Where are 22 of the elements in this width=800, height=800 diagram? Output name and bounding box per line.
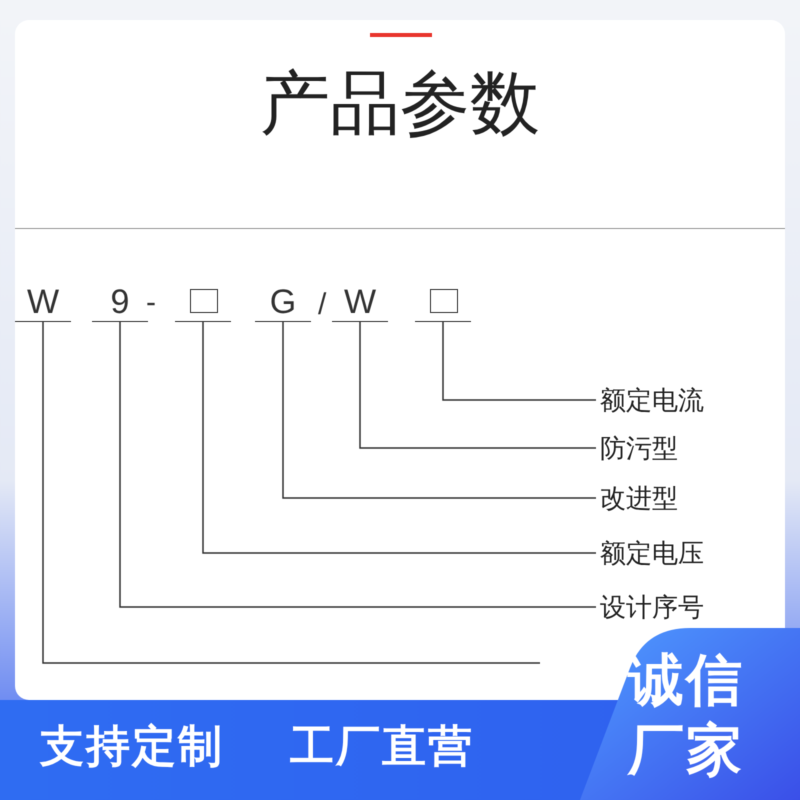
badge-text: 诚信 [628, 648, 744, 712]
leader-line [359, 322, 596, 449]
slogan-text: 支持定制 [40, 722, 224, 773]
badge-text: 厂家 [628, 718, 744, 782]
code-character: 9 [92, 283, 148, 322]
leader-line [442, 322, 596, 401]
parameter-label: 防污型 [600, 432, 678, 464]
separator-symbol: / [318, 288, 328, 322]
parameter-label: 设计序号 [600, 591, 704, 623]
code-character: G [255, 283, 311, 322]
parameter-label: 改进型 [600, 482, 678, 514]
title: 产品参数 [259, 63, 541, 144]
parameter-label: 额定电压 [600, 537, 704, 569]
leader-line [202, 322, 596, 554]
leader-line [119, 322, 596, 608]
separator-symbol: - [146, 286, 158, 320]
code-character: W [332, 283, 388, 322]
parameter-label: 额定电流 [600, 384, 704, 416]
leader-line [282, 322, 596, 499]
leader-line [42, 322, 540, 664]
slogan-text: 工厂直营 [290, 722, 474, 773]
code-character: W [15, 283, 71, 322]
